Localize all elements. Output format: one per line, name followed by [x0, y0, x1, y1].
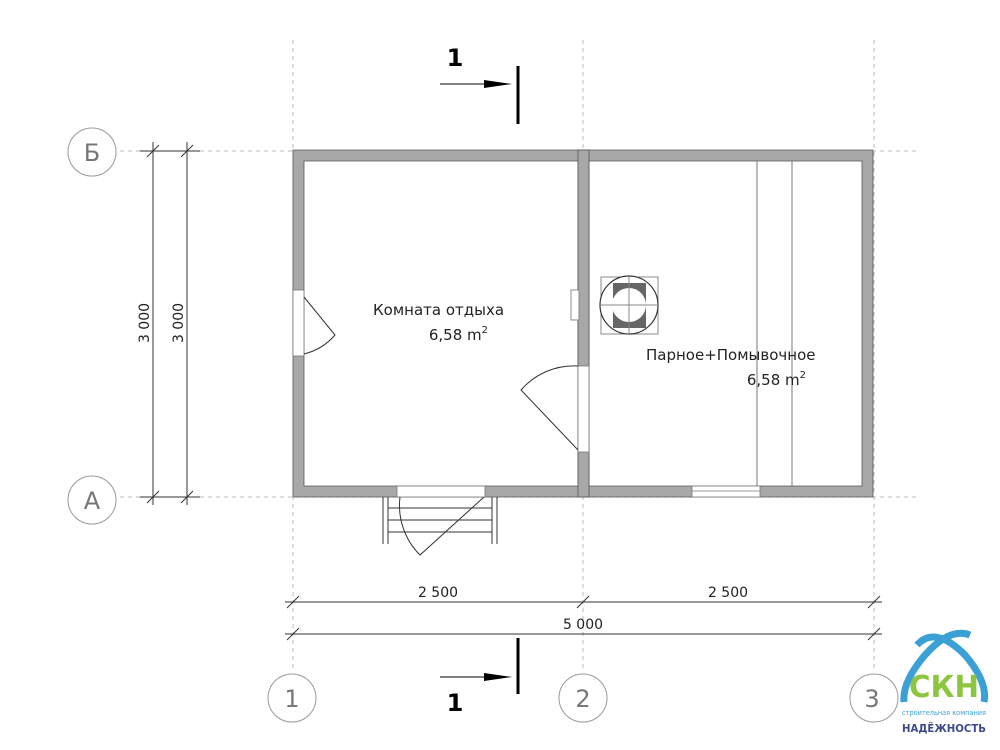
room-name-steam: Парное+Помывочное — [646, 346, 815, 364]
dim-left-outer: 3 000 — [137, 303, 153, 343]
dim-left-inner: 3 000 — [171, 303, 187, 343]
front-door — [399, 496, 485, 556]
axis-label-3: 3 — [864, 685, 879, 713]
entry-door-left — [303, 296, 336, 355]
dim-total: 5 000 — [563, 617, 603, 633]
svg-text:НАДЁЖНОСТЬ: НАДЁЖНОСТЬ — [902, 721, 986, 735]
sauna-benches — [756, 161, 793, 486]
section-marker-top: 1 — [440, 44, 520, 124]
porch-steps — [382, 497, 498, 544]
svg-text:СКН: СКН — [909, 670, 979, 705]
svg-text:строительная компания: строительная компания — [902, 709, 986, 717]
walls — [292, 149, 874, 498]
dimension-lines — [140, 142, 882, 641]
steam-room-door — [520, 365, 579, 451]
axis-label-b: Б — [84, 139, 100, 167]
axis-label-1: 1 — [284, 685, 299, 713]
stove — [570, 275, 659, 335]
svg-text:1: 1 — [447, 44, 464, 72]
axis-bubbles — [67, 127, 899, 723]
dim-seg2: 2 500 — [708, 585, 748, 601]
company-logo: СКН строительная компания НАДЁЖНОСТЬ — [900, 629, 989, 735]
doors — [303, 296, 579, 556]
svg-text:1: 1 — [447, 689, 464, 717]
axis-label-a: А — [84, 487, 101, 515]
room-area-rest: 6,58 m2 — [429, 325, 488, 344]
room-name-rest: Комната отдыха — [373, 301, 504, 319]
room-area-steam: 6,58 m2 — [747, 370, 806, 389]
axis-label-2: 2 — [575, 685, 590, 713]
dim-seg1: 2 500 — [418, 585, 458, 601]
section-marker-bottom: 1 — [440, 638, 520, 717]
